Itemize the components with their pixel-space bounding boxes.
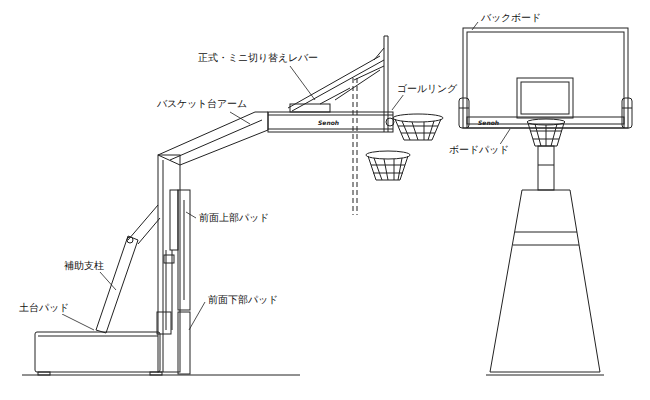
- part-label: 正式・ミニ切り替えレバー: [197, 52, 319, 64]
- part-label: 土台パッド: [18, 302, 70, 314]
- part-label: ゴールリング: [396, 83, 458, 95]
- part-label: バックボード: [480, 12, 542, 24]
- part-label: 前面上部パッド: [198, 212, 270, 224]
- part-label: 前面下部パッド: [207, 294, 279, 306]
- part-label: ボードパッド: [448, 144, 510, 156]
- part-label: バスケット台アーム: [156, 98, 248, 110]
- brand-logo: Senoh: [318, 119, 339, 126]
- brand-logo: Senoh: [478, 119, 499, 126]
- part-label: 補助支柱: [63, 260, 105, 272]
